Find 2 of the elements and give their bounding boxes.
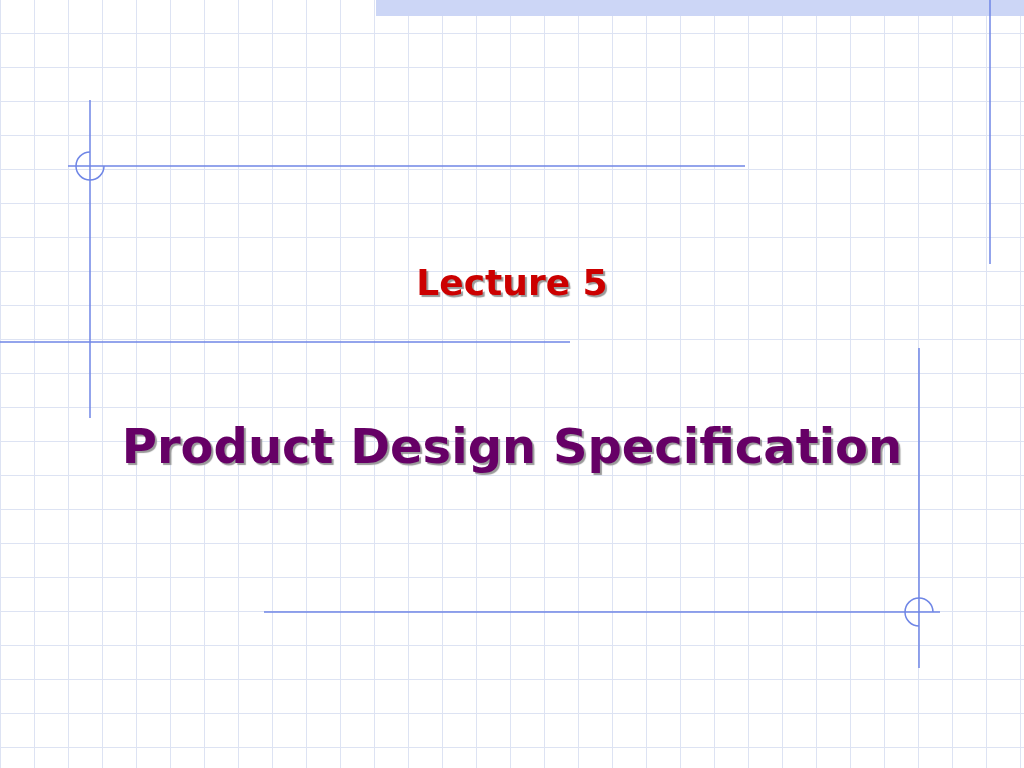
slide-title: Product Design Specification xyxy=(120,418,904,474)
lecture-number: Lecture 5 xyxy=(415,262,609,303)
